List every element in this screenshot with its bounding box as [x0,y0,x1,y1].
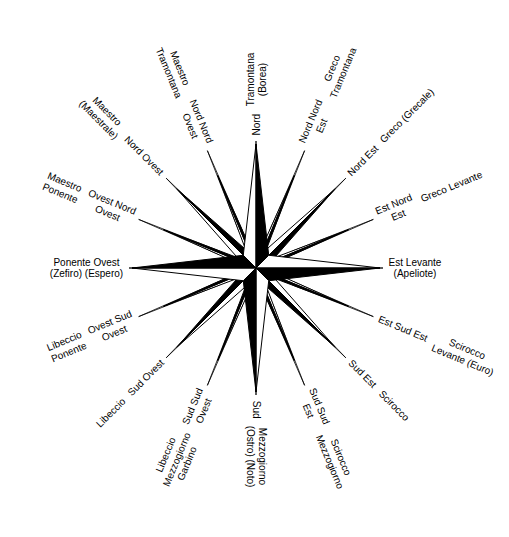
direction-name: Est Levante (Apeliote) [388,257,442,280]
wind-name: Scirocco Mezzogiorno [313,428,357,491]
direction-name: Sud Sud Ovest [180,386,217,432]
wind-name: Libeccio [94,395,129,430]
direction-name: Sud Ovest [125,357,167,399]
wind-name: Greco Tramontana [317,41,359,101]
direction-name: Nord Est [345,142,381,178]
wind-name: Maestro Tramontana [153,41,195,101]
direction-name: Nord Ovest [122,134,167,179]
direction-name: Nord [250,113,262,136]
direction-name: Ovest Nord Ovest [82,187,139,228]
wind-name: Maestro (Maestrale) [77,89,130,142]
wind-name: Mezzogiorno (Ostro) (Noto) [245,425,268,488]
star-point-light [256,268,269,392]
direction-name: Sud [250,400,262,419]
direction-name: Est Nord Est [374,192,420,229]
wind-name: Tramontana (Borea) [245,52,268,107]
wind-name: Libeccio Ponente [44,329,89,365]
star-point-dark [243,268,256,392]
direction-name: Sud Est [345,357,379,391]
star-point-dark [256,144,269,268]
direction-name: Sud Sud Est [296,386,333,432]
direction-name: Nord Nord Est [296,97,336,150]
star-point-light [132,268,256,281]
direction-name: Est Sud Est [376,313,430,344]
wind-name: Scirocco Levante (Euro) [429,331,501,378]
star-point-dark [132,255,256,268]
direction-name: Ovest Sud Ovest [85,308,138,348]
direction-name: Ponente Ovest (Zefiro) (Espero) [49,257,124,280]
wind-name: Greco (Grecale) [378,87,437,146]
star-point-light [243,144,256,268]
direction-name: Nord Nord Ovest [176,97,216,150]
wind-name: Libeccio Mezzogiorno Garbino [149,426,203,494]
wind-name: Scirocco [376,387,412,423]
wind-name: Greco Levante [418,169,484,205]
wind-name: Maestro Ponente [40,170,85,206]
star-point-light [256,255,380,268]
star-point-dark [256,268,380,281]
